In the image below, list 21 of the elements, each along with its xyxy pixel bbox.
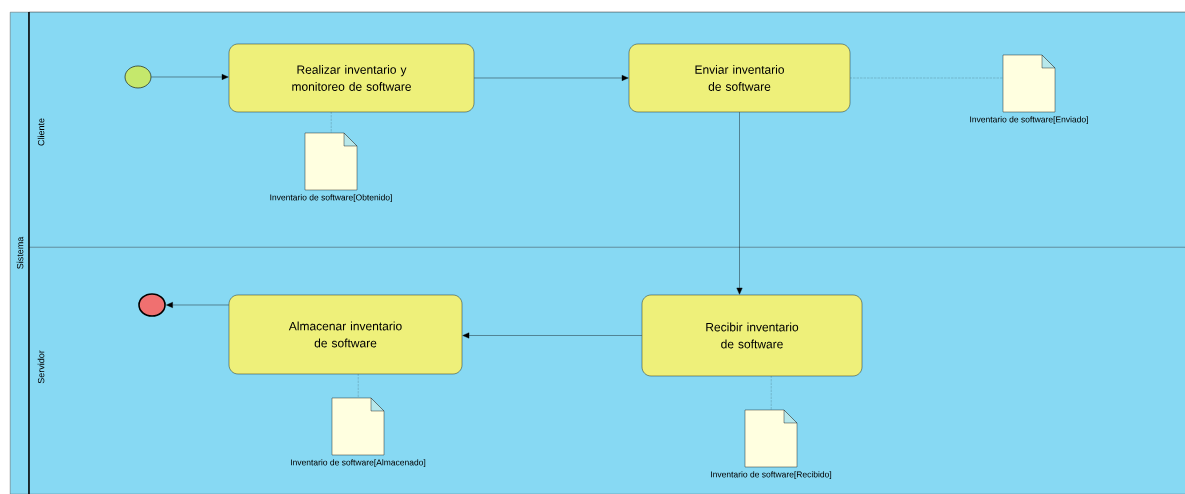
sequence-flow-arrow — [474, 75, 629, 81]
node-label: Cliente — [37, 118, 45, 146]
node-label: Inventario de software[Almacenado] — [290, 459, 426, 468]
sequence-flow-arrow — [151, 74, 229, 80]
start-event-circle — [124, 65, 152, 89]
activity-box: Almacenar inventario de software — [228, 294, 463, 375]
sequence-flow-arrow — [462, 332, 642, 339]
end-event-circle — [138, 293, 166, 317]
activity-box: Realizar inventario y monitoreo de software — [228, 43, 475, 113]
data-object-document: Inventario de software[Recibido] — [711, 409, 832, 480]
activity-box: Recibir inventario de software — [641, 294, 863, 377]
data-object-document: Inventario de software[Almacenado] — [291, 397, 426, 468]
sequence-flow-arrow — [166, 302, 229, 308]
node-label: Inventario de software[Recibido] — [711, 471, 832, 480]
data-object-document: Inventario de software[Enviado] — [970, 54, 1088, 125]
node-label: Servidor — [37, 350, 45, 384]
node-label: Inventario de software[Obtenido] — [270, 194, 392, 203]
node-label: Inventario de software[Enviado] — [970, 116, 1088, 125]
data-object-document: Inventario de software[Obtenido] — [270, 132, 392, 203]
activity-box: Enviar inventario de software — [628, 43, 851, 113]
sequence-flow-arrow — [736, 112, 743, 295]
